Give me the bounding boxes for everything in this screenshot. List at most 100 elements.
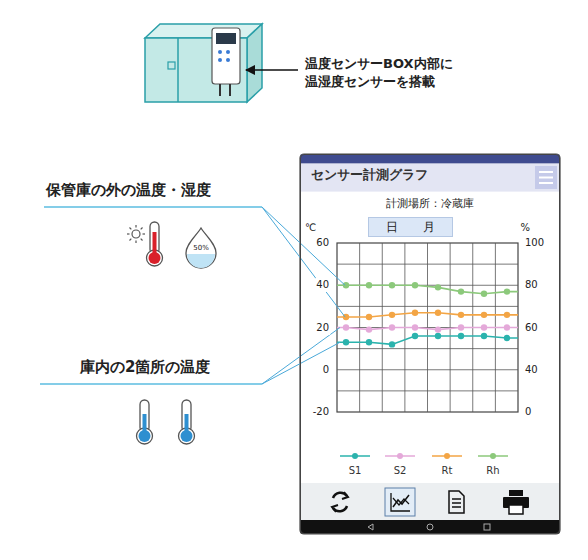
drawing-part — [452, 502, 461, 504]
drawing-part — [427, 524, 433, 530]
drawing-part — [127, 233, 130, 234]
legend-label: S2 — [394, 465, 407, 476]
document-icon — [449, 491, 464, 513]
drawing-part — [484, 524, 490, 530]
data-point — [343, 282, 349, 288]
drawing-part — [187, 254, 215, 268]
pointer-arrow — [246, 69, 298, 71]
tab-label: 月 — [406, 218, 452, 236]
drawing-part — [539, 171, 553, 173]
data-point — [343, 324, 349, 330]
drawing-part — [212, 28, 240, 84]
drawing-part — [185, 414, 189, 434]
drawing-part — [301, 483, 560, 520]
data-point — [412, 324, 418, 330]
drawing-part — [391, 493, 410, 511]
drawing-part — [226, 58, 230, 62]
tick-label: 0 — [524, 405, 532, 419]
tab-button: 月 — [406, 217, 453, 237]
drawing-part — [368, 524, 373, 530]
drawing-part — [332, 505, 338, 512]
drawing-part — [132, 230, 140, 238]
drawing-part — [539, 177, 553, 179]
tick-label: 80 — [524, 278, 539, 292]
data-point — [435, 326, 441, 332]
data-point — [366, 326, 372, 332]
data-point — [504, 288, 510, 294]
tick-label: 40 — [524, 363, 539, 377]
tick-label: 100 — [524, 236, 545, 250]
callout-heading: 庫内の2箇所の温度 — [80, 358, 210, 377]
legend-dot — [397, 453, 403, 459]
grid-line — [450, 243, 451, 412]
data-point — [412, 310, 418, 316]
data-point — [389, 312, 395, 318]
drawing-part — [143, 233, 146, 234]
tick-label: 40 — [315, 278, 330, 292]
drawing-part — [216, 33, 236, 44]
drawing-part — [539, 182, 553, 184]
sun-icon — [127, 225, 145, 243]
drawing-part — [247, 24, 262, 102]
data-point — [504, 324, 510, 330]
drawing-part — [145, 24, 262, 38]
drawing-part — [218, 50, 222, 54]
data-point — [412, 333, 418, 339]
callout-heading: 保管庫の外の温度・湿度 — [46, 181, 211, 200]
thermometer-icon — [147, 222, 163, 266]
drawing-part — [143, 414, 147, 434]
drawing-part — [218, 58, 222, 62]
drawing-part — [333, 493, 347, 498]
drawing-part — [509, 490, 523, 496]
drawing-part — [509, 505, 523, 514]
legend-label: S1 — [349, 465, 362, 476]
drawing-part — [449, 491, 464, 513]
drawing-part — [219, 84, 221, 96]
legend-dot — [490, 453, 496, 459]
drawing-part — [385, 488, 415, 516]
data-series — [337, 336, 518, 344]
thermometer-icon — [137, 400, 153, 444]
leader-line — [262, 342, 340, 384]
legend-dot — [352, 453, 358, 459]
data-series — [337, 285, 518, 293]
storage-cabinet — [145, 24, 262, 102]
data-point — [458, 312, 464, 318]
data-series — [337, 313, 518, 317]
grid-line — [337, 390, 518, 391]
data-point — [481, 333, 487, 339]
drawing-part — [130, 239, 132, 241]
drawing-part — [229, 84, 231, 96]
drawing-part — [186, 228, 216, 268]
data-point — [412, 282, 418, 288]
printer-icon — [503, 490, 529, 514]
drawing-part — [135, 241, 136, 244]
data-point — [458, 324, 464, 330]
annotation-text: 温度センサーBOX内部に 温湿度センサーを搭載 — [305, 55, 525, 90]
drawing-part — [393, 495, 409, 507]
legend-label: Rh — [486, 465, 499, 476]
tick-label: 20 — [315, 321, 330, 335]
data-point — [481, 312, 487, 318]
data-point — [389, 282, 395, 288]
drawing-part — [393, 498, 409, 505]
tick-label: -20 — [312, 405, 330, 419]
data-point — [389, 324, 395, 330]
humidity-drop-icon — [186, 228, 216, 268]
data-point — [389, 341, 395, 347]
leader-line — [262, 207, 345, 317]
drawing-part — [301, 520, 560, 533]
drawing-part — [130, 228, 132, 230]
data-point — [435, 284, 441, 290]
screen-title: センサー計測グラフ — [301, 155, 559, 184]
data-point — [504, 335, 510, 341]
data-point — [366, 282, 372, 288]
drawing-part — [342, 492, 348, 499]
data-point — [481, 324, 487, 330]
leader-lines — [262, 207, 345, 384]
data-point — [366, 314, 372, 320]
leader-line — [262, 328, 340, 385]
drawing-part — [535, 166, 557, 189]
